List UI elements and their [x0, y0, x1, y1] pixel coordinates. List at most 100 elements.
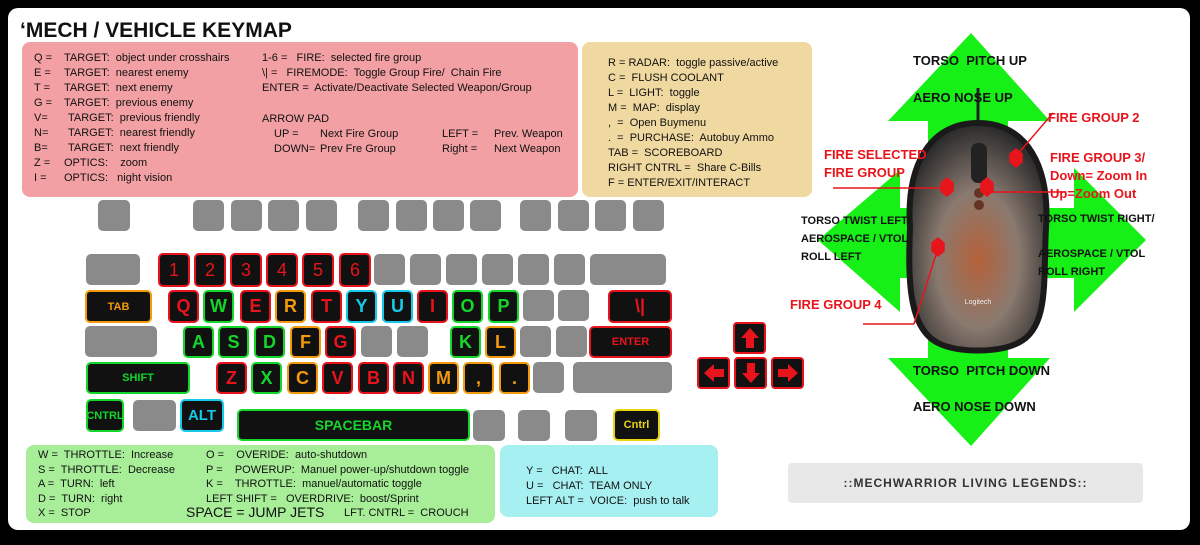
arrow-right-key[interactable] — [771, 357, 804, 389]
key-unassigned[interactable] — [86, 254, 140, 285]
keybind-key: N= — [34, 127, 49, 139]
key-f[interactable]: F — [290, 326, 321, 358]
key-r[interactable]: R — [275, 290, 306, 323]
key-m[interactable]: M — [428, 362, 459, 394]
fire-group-4-label: FIRE GROUP 4 — [790, 297, 882, 312]
key-period[interactable]: . — [499, 362, 530, 394]
key-unassigned[interactable] — [573, 362, 672, 393]
key-tab[interactable]: TAB — [85, 290, 152, 323]
key-b[interactable]: B — [358, 362, 389, 394]
fire-selected-group-label: FIRE SELECTED FIRE GROUP — [824, 147, 927, 180]
key-u[interactable]: U — [382, 290, 413, 323]
key-z[interactable]: Z — [216, 362, 247, 394]
key-unassigned[interactable] — [595, 200, 626, 231]
key-unassigned[interactable] — [533, 362, 564, 393]
key-unassigned[interactable] — [397, 326, 428, 357]
key-unassigned[interactable] — [520, 200, 551, 231]
key-shift[interactable]: SHIFT — [86, 362, 190, 394]
key-unassigned[interactable] — [558, 290, 589, 321]
keybind-line: . = PURCHASE: Autobuy Ammo — [608, 132, 774, 144]
key-unassigned[interactable] — [374, 254, 405, 285]
key-unassigned[interactable] — [473, 410, 505, 441]
key-unassigned[interactable] — [396, 200, 427, 231]
crouch-line: LFT. CNTRL = CROUCH — [344, 507, 469, 519]
key-p[interactable]: P — [488, 290, 519, 323]
key-unassigned[interactable] — [358, 200, 389, 231]
key-unassigned[interactable] — [193, 200, 224, 231]
key-t[interactable]: T — [311, 290, 342, 323]
keybind-line: O = OVERIDE: auto-shutdown — [206, 449, 368, 461]
aerospace-roll-right-label: AEROSPACE / VTOL ROLL RIGHT — [1038, 248, 1146, 278]
key-l[interactable]: L — [485, 326, 516, 358]
key-enter[interactable]: ENTER — [589, 326, 672, 358]
arrow-down-key[interactable] — [734, 357, 767, 389]
key-unassigned[interactable] — [268, 200, 299, 231]
key-unassigned[interactable] — [554, 254, 585, 285]
key-n[interactable]: N — [393, 362, 424, 394]
key-k3[interactable]: 3 — [230, 253, 262, 287]
key-unassigned[interactable] — [633, 200, 664, 231]
keymap-canvas: ‘MECH / VEHICLE KEYMAP Q =TARGET: object… — [8, 8, 1190, 530]
key-unassigned[interactable] — [133, 400, 176, 431]
keybind-action: TARGET: next friendly — [68, 142, 180, 154]
key-unassigned[interactable] — [523, 290, 554, 321]
key-unassigned[interactable] — [556, 326, 587, 357]
key-d[interactable]: D — [254, 326, 285, 358]
key-k5[interactable]: 5 — [302, 253, 334, 287]
key-k6[interactable]: 6 — [339, 253, 371, 287]
key-unassigned[interactable] — [446, 254, 477, 285]
key-comma[interactable]: , — [463, 362, 494, 394]
torso-pitch-down-label: TORSO PITCH DOWN — [913, 363, 1050, 378]
key-unassigned[interactable] — [433, 200, 464, 231]
key-g[interactable]: G — [325, 326, 356, 358]
keybind-line: A = TURN: left — [38, 478, 115, 490]
key-unassigned[interactable] — [520, 326, 551, 357]
key-unassigned[interactable] — [410, 254, 441, 285]
key-k[interactable]: K — [450, 326, 481, 358]
key-k2[interactable]: 2 — [194, 253, 226, 287]
key-w[interactable]: W — [203, 290, 234, 323]
key-q[interactable]: Q — [168, 290, 199, 323]
key-unassigned[interactable] — [590, 254, 666, 285]
keybind-line: F = ENTER/EXIT/INTERACT — [608, 177, 751, 189]
key-unassigned[interactable] — [85, 326, 157, 357]
key-unassigned[interactable] — [565, 410, 597, 441]
key-a[interactable]: A — [183, 326, 214, 358]
key-k1[interactable]: 1 — [158, 253, 190, 287]
key-c[interactable]: C — [287, 362, 318, 394]
key-unassigned[interactable] — [231, 200, 262, 231]
keybind-key: E = — [34, 67, 51, 79]
key-e[interactable]: E — [240, 290, 271, 323]
key-unassigned[interactable] — [361, 326, 392, 357]
key-y[interactable]: Y — [346, 290, 377, 323]
key-unassigned[interactable] — [98, 200, 130, 231]
arrow-pad-binding: LEFT = — [442, 128, 479, 140]
key-lcntrl[interactable]: CNTRL — [86, 399, 124, 432]
keybind-line: M = MAP: display — [608, 102, 701, 114]
arrow-up-key[interactable] — [733, 322, 766, 354]
key-unassigned[interactable] — [470, 200, 501, 231]
arrow-left-key[interactable] — [697, 357, 730, 389]
key-unassigned[interactable] — [306, 200, 337, 231]
key-unassigned[interactable] — [518, 410, 550, 441]
key-rcntrl[interactable]: Cntrl — [613, 409, 660, 441]
arrow-pad-binding: Prev Fre Group — [320, 143, 396, 155]
key-k4[interactable]: 4 — [266, 253, 298, 287]
key-backslash[interactable]: \| — [608, 290, 672, 323]
key-s[interactable]: S — [218, 326, 249, 358]
arrow-right-icon — [777, 364, 798, 382]
key-o[interactable]: O — [452, 290, 483, 323]
key-unassigned[interactable] — [482, 254, 513, 285]
key-x[interactable]: X — [251, 362, 282, 394]
key-unassigned[interactable] — [518, 254, 549, 285]
key-i[interactable]: I — [417, 290, 448, 323]
page-title: ‘MECH / VEHICLE KEYMAP — [20, 19, 292, 42]
keybind-line: U = CHAT: TEAM ONLY — [526, 480, 653, 492]
key-unassigned[interactable] — [558, 200, 589, 231]
keybind-action: TARGET: next enemy — [64, 82, 173, 94]
key-alt[interactable]: ALT — [180, 399, 224, 432]
key-space[interactable]: SPACEBAR — [237, 409, 470, 441]
key-v[interactable]: V — [322, 362, 353, 394]
